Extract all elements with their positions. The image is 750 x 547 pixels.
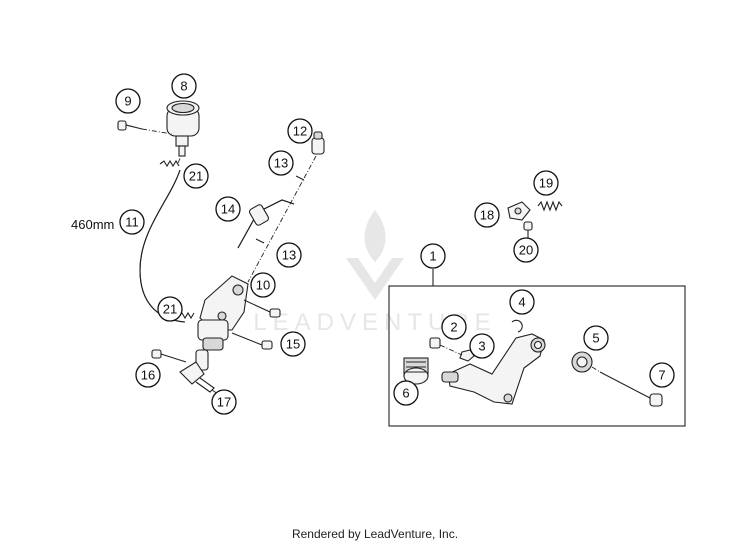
callout-20: 20 [513,237,539,263]
callout-21b: 21 [157,296,183,322]
reservoir-part [166,100,200,157]
callout-18: 18 [474,202,500,228]
brake-pedal-part [441,333,546,405]
cotter-pin-part [195,377,215,393]
callout-17: 17 [211,389,237,415]
callout-15: 15 [280,331,306,357]
circlip-part [511,319,523,333]
callout-number: 20 [519,243,533,258]
bracket-screw-part [523,221,533,238]
callout-number: 6 [402,386,409,401]
spring-bracket-part [507,201,531,221]
bleeder-screw-part [311,131,325,155]
assembly-frame [388,285,686,427]
callout-10: 10 [250,272,276,298]
callout-number: 10 [256,278,270,293]
callout-number: 9 [124,94,131,109]
callout-11: 11 [119,209,145,235]
callout-2: 2 [441,314,467,340]
callout-number: 5 [592,331,599,346]
callout-19: 19 [533,170,559,196]
callout-7: 7 [649,362,675,388]
callout-3: 3 [469,333,495,359]
callout-number: 21 [163,302,177,317]
callout-number: 3 [478,339,485,354]
callout-number: 8 [180,79,187,94]
callout-number: 17 [217,395,231,410]
callout-number: 4 [518,295,525,310]
callout-5: 5 [583,325,609,351]
callout-number: 7 [658,368,665,383]
callout-number: 19 [539,176,553,191]
pedal-bolt-part [599,371,663,407]
callout-13a: 13 [268,150,294,176]
pedal-rubber-part [403,357,429,385]
reservoir-screw-part [117,120,143,131]
callout-number: 11 [125,215,139,230]
callout-12: 12 [287,118,313,144]
callout-number: 2 [450,320,457,335]
banjo-fitting-part [237,199,295,249]
spring-part [537,200,563,212]
callout-14: 14 [215,196,241,222]
callout-number: 13 [282,248,296,263]
callout-6: 6 [393,380,419,406]
callout-number: 1 [429,249,436,264]
callout-number: 15 [286,337,300,352]
callout-9: 9 [115,88,141,114]
callout-16: 16 [135,362,161,388]
callout-13b: 13 [276,242,302,268]
callout-number: 21 [189,169,203,184]
callout-number: 14 [221,202,235,217]
callout-21a: 21 [183,163,209,189]
hose-length-label: 460mm [71,217,114,232]
callout-number: 13 [274,156,288,171]
callout-number: 16 [141,368,155,383]
callout-number: 12 [293,124,307,139]
footer-credit: Rendered by LeadVenture, Inc. [291,527,459,541]
callout-number: 18 [480,208,494,223]
callout-1: 1 [420,243,446,269]
callout-4: 4 [509,289,535,315]
pushrod-bolt-part [151,349,187,363]
pedal-nut-part [459,349,475,362]
mounting-bolts-part [231,299,281,350]
callout-8: 8 [171,73,197,99]
watermark-flame-icon [364,210,386,262]
pedal-bushing-part [571,351,593,373]
pedal-cap-part [429,337,441,349]
master-cylinder-part [179,275,249,385]
hose-clamp-upper-part [159,159,180,168]
watermark-v-icon [346,258,404,300]
